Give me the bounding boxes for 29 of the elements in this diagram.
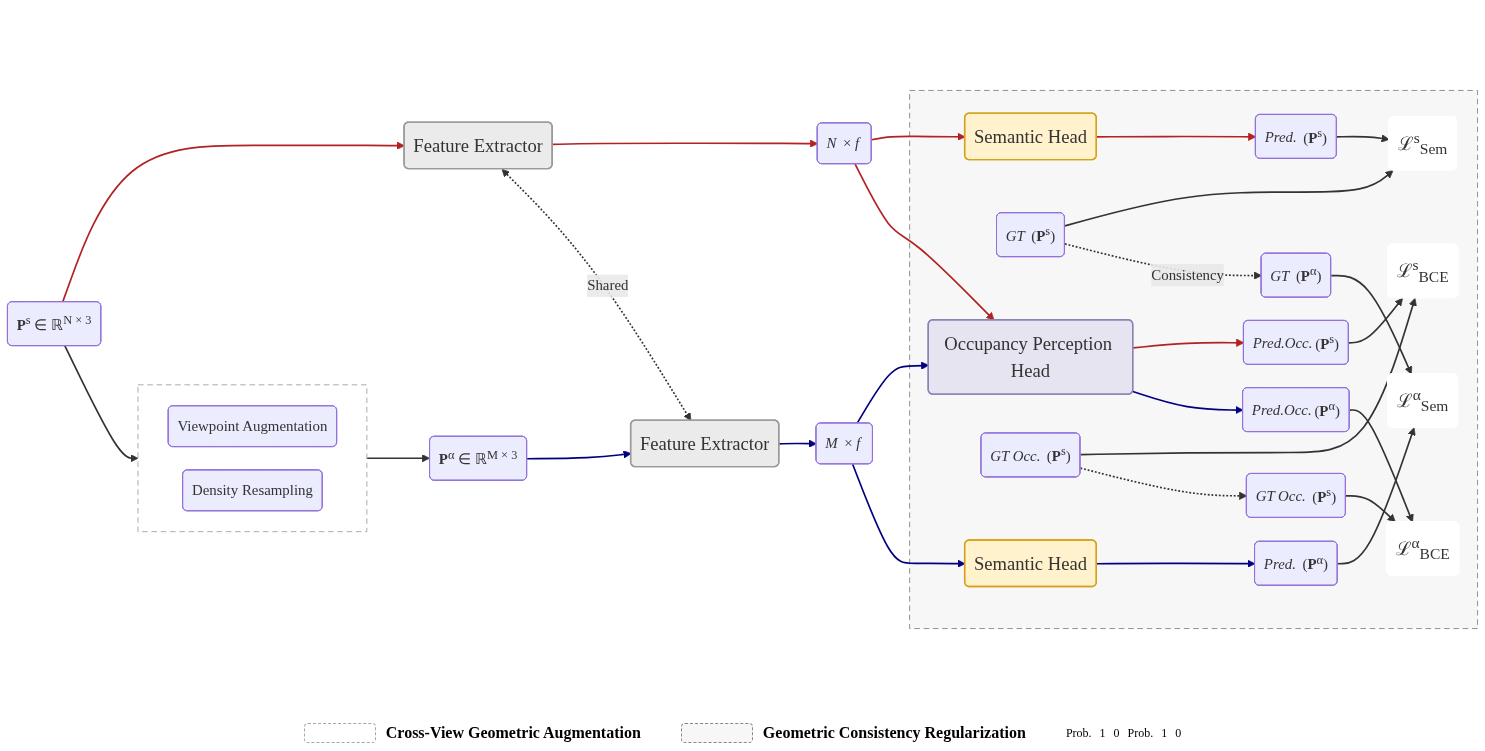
- edge-label: Shared: [587, 277, 629, 294]
- arrow: [1347, 297, 1403, 344]
- arrow: [1132, 390, 1244, 415]
- colorbar-label: 1: [1099, 725, 1106, 741]
- colorbar-label: 0: [1175, 725, 1182, 741]
- arrow: [1345, 494, 1396, 523]
- arrow: [1079, 297, 1417, 456]
- arrow: [1079, 467, 1248, 500]
- arrow: [63, 344, 139, 463]
- arrow: [854, 163, 995, 321]
- arrow: [61, 141, 405, 303]
- arrow: [1336, 427, 1416, 565]
- colorbar-label: Prob.: [1127, 725, 1154, 741]
- colorbar-label: 0: [1113, 725, 1120, 741]
- arrow: [1064, 170, 1394, 227]
- arrow: [1330, 274, 1413, 375]
- cluster: [137, 384, 368, 533]
- arrow: [501, 168, 692, 421]
- arrow: [1348, 409, 1414, 523]
- colorbar-label: 1: [1161, 725, 1168, 741]
- colorbar-label: Prob.: [1065, 725, 1092, 741]
- legend-label: Geometric Consistency Regularization: [762, 724, 1026, 742]
- cluster: [909, 90, 1479, 629]
- arrow: [1336, 134, 1390, 143]
- legend-label: Cross-View Geometric Augmentation: [385, 724, 641, 742]
- arrow: [1132, 338, 1245, 349]
- edge-label: Consistency: [1151, 266, 1224, 283]
- arrow: [778, 439, 817, 448]
- arrow: [366, 454, 430, 463]
